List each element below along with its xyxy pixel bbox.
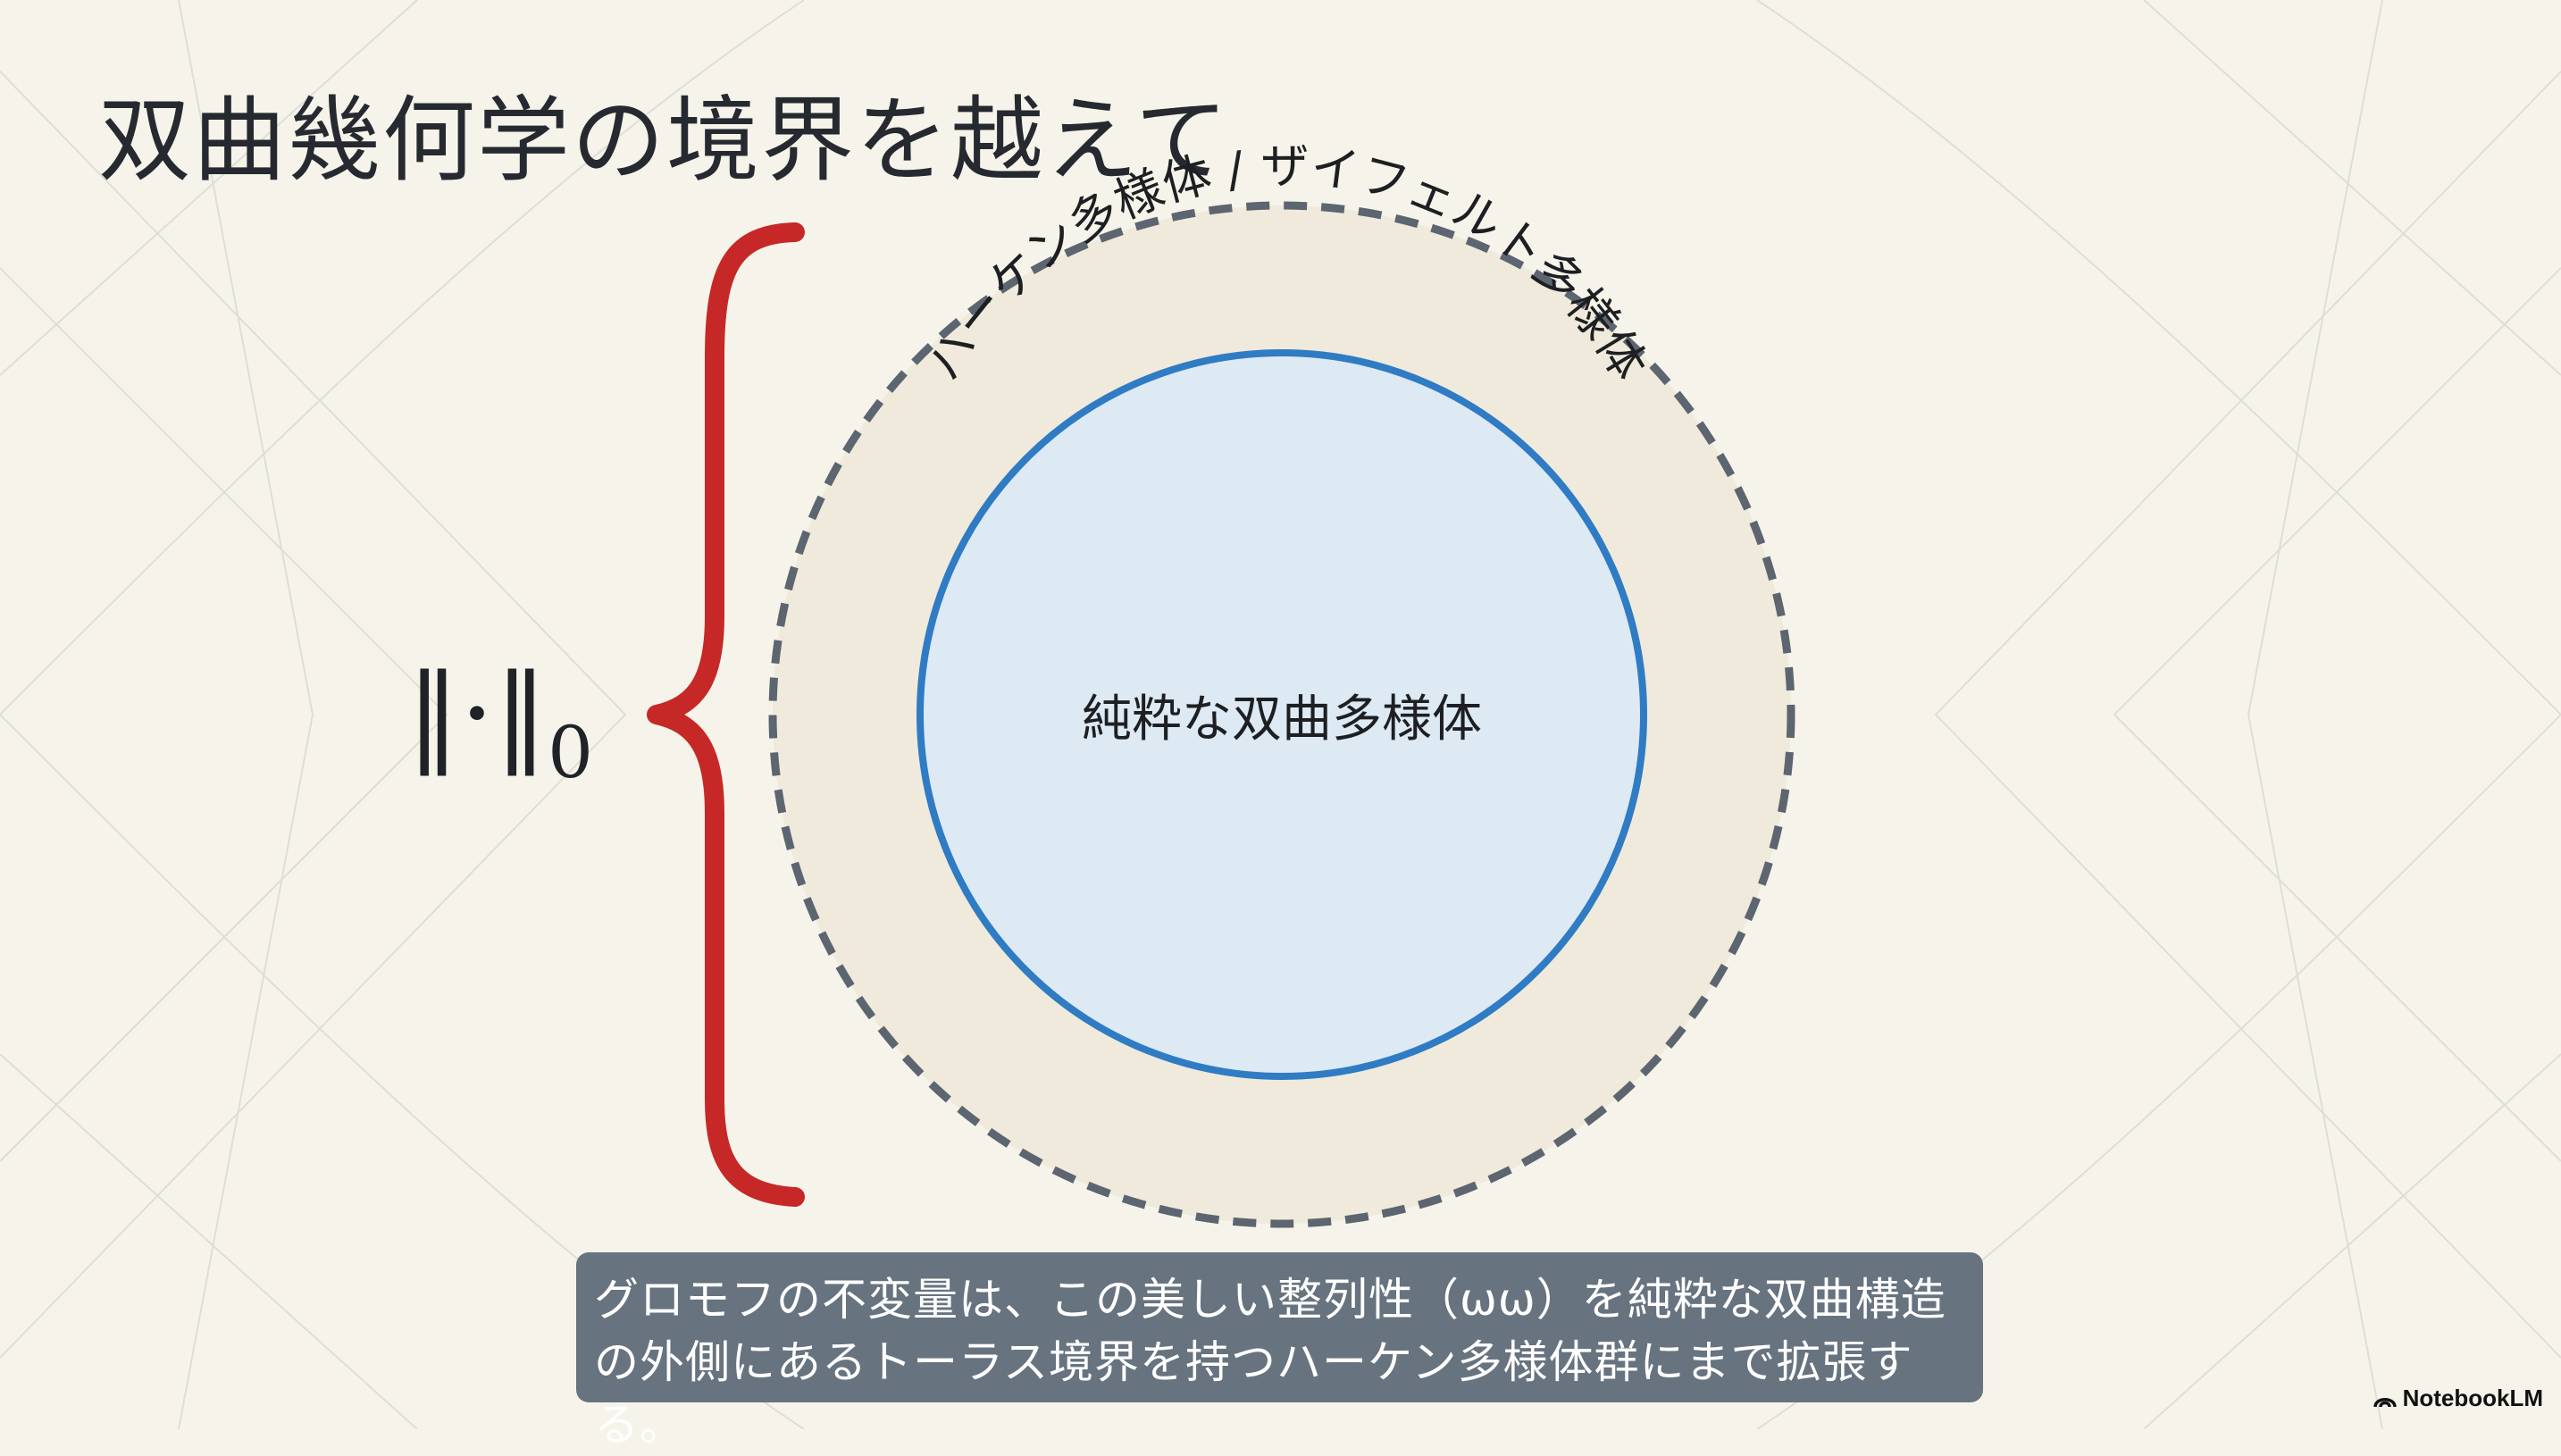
caption-box: グロモフの不変量は、この美しい整列性（ωω）を純粋な双曲構造の外側にあるトーラス…: [576, 1252, 1983, 1451]
norm-subscript: 0: [548, 711, 594, 794]
inner-circle-label: 純粋な双曲多様体: [1082, 690, 1482, 749]
norm-symbol: ‖·‖: [406, 652, 548, 776]
notebooklm-brand: NotebookLM: [2373, 1385, 2543, 1412]
slide-title: 双曲幾何学の境界を越えて: [98, 86, 1230, 195]
inner-circle: [916, 349, 1647, 1080]
curly-brace: [647, 222, 805, 1207]
norm-expression: ‖·‖0: [406, 661, 593, 789]
notebooklm-logo-icon: [2373, 1397, 2397, 1407]
brand-label: NotebookLM: [2402, 1385, 2543, 1411]
